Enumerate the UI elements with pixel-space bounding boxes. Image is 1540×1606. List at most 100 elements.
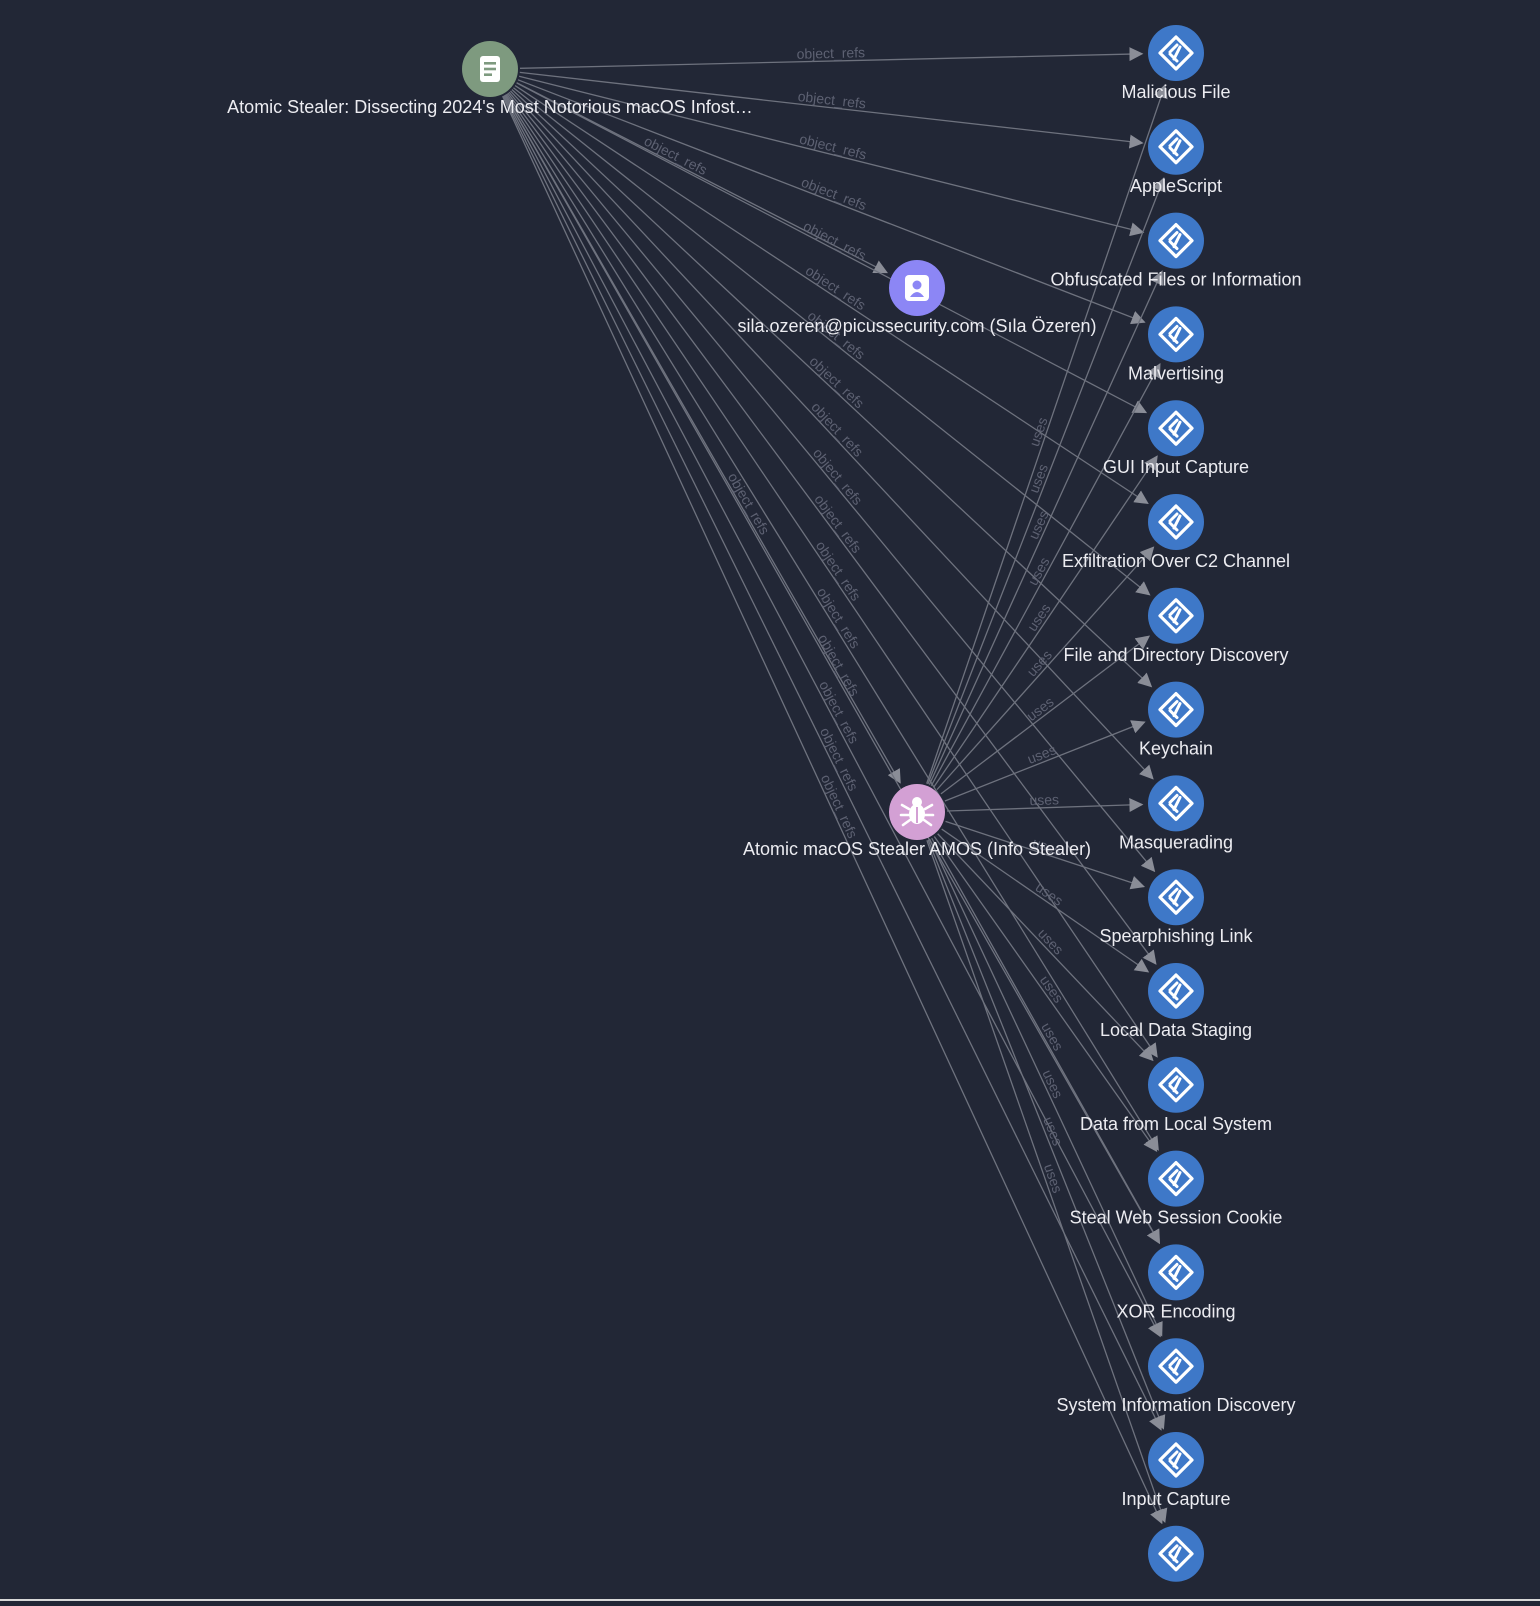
edge-malware-uses-obfuscated-files-or-information[interactable] — [928, 270, 1164, 785]
edge-malware-uses-masquerading[interactable] — [946, 797, 1144, 812]
edges-layer — [501, 47, 1168, 1525]
attack-pattern-icon — [1158, 316, 1194, 352]
edge-report-to-spearphishing-link[interactable] — [508, 91, 1156, 873]
attack-pattern-icon — [1158, 35, 1194, 71]
edge-report-to-identity[interactable] — [516, 82, 888, 274]
attack-pattern-node-steal-web-session-cookie-label: Steal Web Session Cookie — [1070, 1208, 1283, 1228]
attack-pattern-node-malvertising[interactable]: Malvertising — [1128, 306, 1224, 383]
edge-report-to-xor-encoding[interactable] — [504, 94, 1160, 1245]
edge-malware-uses-masquerading-label: uses — [1029, 791, 1059, 808]
edge-report-to-obfuscated-files-or-information[interactable] — [518, 75, 1145, 237]
attack-pattern-node-gui-input-capture-label: GUI Input Capture — [1103, 457, 1249, 477]
identity-node-label: sila.ozeren@picussecurity.com (Sıla Özer… — [737, 316, 1096, 336]
edge-malware-uses-steal-web-session-cookie[interactable] — [933, 836, 1158, 1152]
attack-pattern-icon — [1158, 1161, 1194, 1197]
edge-malware-uses-local-data-staging[interactable] — [941, 828, 1150, 973]
attack-pattern-node-spearphishing-link[interactable]: Spearphishing Link — [1099, 869, 1254, 946]
attack-pattern-node-masquerading[interactable]: Masquerading — [1119, 775, 1233, 852]
edge-report-to-local-data-staging[interactable] — [507, 92, 1157, 965]
attack-pattern-icon — [1158, 785, 1194, 821]
attack-pattern-node-file-and-directory-discovery[interactable]: File and Directory Discovery — [1063, 587, 1289, 665]
person-icon — [905, 275, 929, 301]
attack-pattern-node-applescript-label: AppleScript — [1130, 176, 1222, 196]
edge-report-to-malicious-file[interactable] — [519, 47, 1144, 69]
attack-pattern-node-obfuscated-files-or-information[interactable]: Obfuscated Files or Information — [1050, 212, 1302, 290]
document-icon — [480, 56, 500, 82]
attack-pattern-node-data-from-local-system-label: Data from Local System — [1080, 1114, 1272, 1134]
attack-pattern-node-exfiltration-over-c2-channel-label: Exfiltration Over C2 Channel — [1062, 551, 1290, 571]
edge-report-to-attack-pattern-17[interactable] — [501, 95, 1163, 1525]
edge-malware-uses-keychain[interactable] — [944, 720, 1146, 802]
edge-report-to-malvertising[interactable] — [517, 79, 1146, 325]
attack-pattern-node-applescript[interactable]: AppleScript — [1130, 118, 1222, 196]
edge-malware-uses-system-information-discovery[interactable] — [929, 838, 1163, 1337]
edge-malware-uses-input-capture[interactable] — [927, 839, 1166, 1430]
attack-pattern-icon — [1158, 504, 1194, 540]
attack-pattern-node-malvertising-label: Malvertising — [1128, 363, 1224, 383]
edge-report-to-data-from-local-system[interactable] — [506, 93, 1158, 1058]
malware-node[interactable]: Atomic macOS Stealer AMOS (Info Stealer) — [743, 784, 1091, 859]
edge-report-to-steal-web-session-cookie[interactable] — [505, 94, 1159, 1151]
edge-report-to-identity-label: object_refs — [642, 133, 710, 178]
attack-pattern-node-data-from-local-system[interactable]: Data from Local System — [1080, 1056, 1272, 1134]
attack-pattern-node-malicious-file[interactable]: Malicious File — [1121, 25, 1231, 102]
attack-pattern-node-keychain-label: Keychain — [1139, 739, 1213, 759]
edge-malware-uses-file-and-directory-discovery[interactable] — [940, 635, 1151, 795]
edge-malware-uses-malvertising[interactable] — [930, 363, 1161, 786]
attack-pattern-icon — [1158, 1442, 1194, 1478]
edge-report-to-exfiltration-over-c2-channel-label: object_refs — [803, 262, 869, 313]
attack-pattern-node-spearphishing-link-label: Spearphishing Link — [1099, 926, 1253, 946]
edge-malware-uses-xor-encoding-label: uses — [1038, 1020, 1066, 1054]
edge-malware-uses-xor-encoding[interactable] — [931, 837, 1161, 1244]
report-node[interactable]: Atomic Stealer: Dissecting 2024's Most N… — [227, 41, 753, 117]
attack-pattern-icon — [1158, 1536, 1194, 1572]
attack-pattern-node-input-capture[interactable]: Input Capture — [1121, 1432, 1231, 1509]
nodes-layer: Atomic Stealer: Dissecting 2024's Most N… — [227, 25, 1302, 1582]
attack-pattern-node-local-data-staging-label: Local Data Staging — [1100, 1020, 1252, 1040]
attack-pattern-node-steal-web-session-cookie[interactable]: Steal Web Session Cookie — [1070, 1150, 1283, 1228]
edge-malware-uses-exfiltration-over-c2-channel[interactable] — [936, 546, 1155, 791]
edge-malware-uses-malicious-file[interactable] — [926, 83, 1168, 784]
edge-report-to-gui-input-capture[interactable] — [516, 82, 1148, 414]
attack-pattern-icon — [1158, 129, 1194, 165]
edge-report-to-applescript-label: object_refs — [797, 88, 867, 112]
edge-report-to-masquerading[interactable] — [510, 90, 1154, 780]
edge-report-to-obfuscated-files-or-information-label: object_refs — [798, 130, 868, 162]
edge-report-to-applescript[interactable] — [519, 71, 1144, 149]
attack-pattern-icon — [1158, 1254, 1194, 1290]
attack-pattern-icon — [1158, 223, 1194, 259]
edge-report-to-exfiltration-over-c2-channel[interactable] — [514, 84, 1149, 505]
attack-pattern-icon — [1158, 692, 1194, 728]
edge-malware-uses-gui-input-capture[interactable] — [933, 455, 1158, 788]
edge-malware-uses-malvertising-label: uses — [1024, 554, 1052, 588]
edge-malware-uses-spearphishing-link[interactable] — [945, 820, 1146, 890]
attack-pattern-node-input-capture-label: Input Capture — [1121, 1489, 1230, 1509]
edge-labels-layer: object_refs object_refs object_refs object_… — [642, 44, 1067, 1195]
attack-pattern-icon — [1158, 410, 1194, 446]
attack-pattern-node-system-information-discovery-label: System Information Discovery — [1056, 1395, 1295, 1415]
attack-pattern-node-unlabeled-17[interactable] — [1148, 1525, 1204, 1582]
edge-malware-uses-attack-pattern-17[interactable] — [926, 840, 1168, 1524]
attack-pattern-node-masquerading-label: Masquerading — [1119, 832, 1233, 852]
edge-malware-uses-data-from-local-system[interactable] — [937, 833, 1154, 1062]
edge-report-to-file-and-directory-discovery[interactable] — [513, 87, 1151, 596]
attack-pattern-node-xor-encoding-label: XOR Encoding — [1116, 1301, 1235, 1321]
identity-node[interactable]: sila.ozeren@picussecurity.com (Sıla Özer… — [737, 260, 1097, 336]
bug-icon — [899, 797, 935, 827]
attack-pattern-node-exfiltration-over-c2-channel[interactable]: Exfiltration Over C2 Channel — [1062, 494, 1290, 571]
attack-pattern-icon — [1158, 1067, 1194, 1103]
edge-report-to-system-information-discovery[interactable] — [503, 95, 1161, 1338]
attack-pattern-icon — [1158, 879, 1194, 915]
attack-pattern-icon — [1158, 973, 1194, 1009]
edge-report-to-malvertising-label: object_refs — [799, 174, 869, 214]
attack-pattern-node-xor-encoding[interactable]: XOR Encoding — [1116, 1244, 1236, 1321]
attack-pattern-node-keychain[interactable]: Keychain — [1139, 681, 1213, 759]
attack-pattern-node-system-information-discovery[interactable]: System Information Discovery — [1056, 1338, 1296, 1415]
edge-report-to-keychain[interactable] — [511, 89, 1153, 688]
attack-pattern-node-gui-input-capture[interactable]: GUI Input Capture — [1103, 400, 1249, 477]
attack-pattern-node-local-data-staging[interactable]: Local Data Staging — [1100, 963, 1252, 1040]
attack-pattern-node-malicious-file-label: Malicious File — [1121, 82, 1230, 102]
edge-malware-uses-applescript[interactable] — [927, 177, 1166, 785]
attack-pattern-icon — [1158, 1348, 1194, 1384]
